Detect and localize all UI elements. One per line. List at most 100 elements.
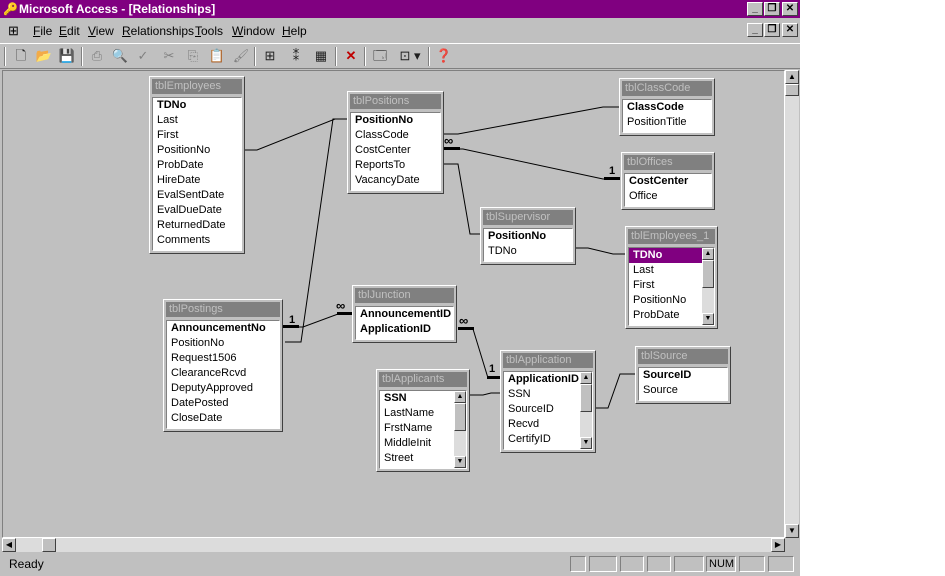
doc-close-button[interactable]: ✕: [782, 23, 798, 37]
scroll-right-arrow-icon[interactable]: ▶: [771, 538, 785, 552]
menu-edit[interactable]: Edit: [59, 24, 80, 38]
vertical-scrollbar[interactable]: ▲ ▼: [785, 70, 799, 538]
help-icon[interactable]: ❓: [435, 48, 453, 63]
field-item[interactable]: Request1506: [171, 352, 237, 364]
menu-window[interactable]: Window: [232, 24, 275, 38]
save-icon[interactable]: 💾: [58, 48, 76, 63]
table-classcode[interactable]: tblClassCode ClassCode PositionTitle: [619, 78, 715, 136]
field-item[interactable]: LastName: [384, 407, 435, 419]
scroll-up-arrow-icon[interactable]: ▲: [454, 391, 466, 403]
field-scrollbar[interactable]: ▲ ▼: [580, 372, 592, 449]
doc-minimize-button[interactable]: _: [747, 23, 763, 37]
field-item[interactable]: Comments: [157, 234, 211, 246]
new-icon[interactable]: 🗋: [15, 48, 27, 63]
field-item[interactable]: SourceID: [508, 403, 554, 415]
paste-icon[interactable]: 📋: [208, 48, 226, 63]
relationships-doc-icon[interactable]: ⊞: [8, 23, 19, 38]
menu-view[interactable]: View: [88, 24, 114, 38]
field-item[interactable]: ClearanceRcvd: [171, 367, 247, 379]
field-scrollbar[interactable]: ▲ ▼: [702, 248, 714, 325]
scroll-left-arrow-icon[interactable]: ◀: [2, 538, 16, 552]
field-item[interactable]: ProbDate: [157, 159, 204, 171]
table-supervisor[interactable]: tblSupervisor PositionNo TDNo: [480, 207, 576, 265]
menu-relationships[interactable]: Relationships: [122, 24, 195, 38]
field-item[interactable]: CostCenter: [355, 144, 411, 156]
field-item[interactable]: ReportsTo: [355, 159, 406, 171]
menu-file[interactable]: File: [33, 24, 53, 38]
table-title[interactable]: tblClassCode: [622, 81, 712, 96]
field-item[interactable]: SSN: [384, 392, 407, 404]
table-title[interactable]: tblJunction: [355, 288, 454, 303]
scroll-down-arrow-icon[interactable]: ▼: [785, 524, 799, 538]
table-offices[interactable]: tblOffices CostCenter Office: [621, 152, 715, 210]
scroll-up-arrow-icon[interactable]: ▲: [785, 70, 799, 84]
horizontal-scrollbar[interactable]: ◀ ▶: [2, 538, 785, 552]
field-scrollbar[interactable]: ▲ ▼: [454, 391, 466, 468]
scroll-down-arrow-icon[interactable]: ▼: [702, 313, 714, 325]
field-item[interactable]: First: [157, 129, 179, 141]
field-item[interactable]: Last: [157, 114, 178, 126]
field-item[interactable]: AnnouncementNo: [171, 322, 266, 334]
scroll-thumb[interactable]: [580, 384, 592, 412]
table-title[interactable]: tblSource: [638, 349, 728, 364]
show-all-icon[interactable]: ▦: [314, 48, 328, 63]
field-item[interactable]: PositionNo: [355, 114, 414, 126]
field-item[interactable]: HireDate: [157, 174, 201, 186]
field-item[interactable]: AnnouncementID: [360, 308, 452, 320]
field-item[interactable]: PositionNo: [171, 337, 225, 349]
field-item[interactable]: CloseDate: [171, 412, 223, 424]
field-item[interactable]: ClassCode: [627, 101, 684, 113]
new-object-icon[interactable]: ⊡ ▾: [399, 48, 421, 63]
relationships-canvas[interactable]: 1 ∞ ∞ 1 ∞ 1 tblEmployees TDNo Last First…: [2, 70, 785, 538]
field-item[interactable]: PositionNo: [488, 230, 547, 242]
table-title[interactable]: tblApplicants: [379, 372, 467, 387]
table-employees[interactable]: tblEmployees TDNo Last First PositionNo …: [149, 76, 245, 254]
field-item[interactable]: PositionNo: [633, 294, 687, 306]
field-item[interactable]: VacancyDate: [355, 174, 420, 186]
table-application[interactable]: tblApplication ApplicationID SSN SourceI…: [500, 350, 596, 453]
minimize-button[interactable]: _: [747, 2, 763, 16]
table-employees-1[interactable]: tblEmployees_1 TDNo Last First PositionN…: [625, 226, 718, 329]
table-title[interactable]: tblPostings: [166, 302, 280, 317]
scroll-down-arrow-icon[interactable]: ▼: [580, 437, 592, 449]
field-item[interactable]: ClassCode: [355, 129, 409, 141]
field-item[interactable]: EvalSentDate: [157, 189, 225, 201]
field-item[interactable]: Last: [633, 264, 654, 276]
field-item[interactable]: MiddleInit: [384, 437, 432, 449]
table-source[interactable]: tblSource SourceID Source: [635, 346, 731, 404]
field-item[interactable]: TDNo: [488, 245, 517, 257]
field-item[interactable]: SourceID: [643, 369, 692, 381]
field-item[interactable]: ReturnedDate: [157, 219, 226, 231]
database-window-icon[interactable]: 🗔: [372, 48, 388, 63]
show-direct-icon[interactable]: ⁑: [292, 48, 300, 63]
field-item[interactable]: PositionTitle: [627, 116, 687, 128]
field-item[interactable]: ProbDate: [633, 309, 680, 321]
field-item[interactable]: Source: [643, 384, 678, 396]
copy-icon[interactable]: ⎘: [187, 48, 199, 63]
field-item[interactable]: ApplicationID: [360, 323, 431, 335]
scroll-thumb[interactable]: [42, 538, 56, 552]
scroll-up-arrow-icon[interactable]: ▲: [702, 248, 714, 260]
field-item-selected[interactable]: TDNo: [629, 248, 702, 263]
table-junction[interactable]: tblJunction AnnouncementID ApplicationID: [352, 285, 457, 343]
table-title[interactable]: tblEmployees: [152, 79, 242, 94]
show-table-icon[interactable]: ⊞: [264, 48, 276, 63]
field-item[interactable]: Office: [629, 190, 658, 202]
field-item[interactable]: PositionNo: [157, 144, 211, 156]
field-item[interactable]: DeputyApproved: [171, 382, 253, 394]
table-title[interactable]: tblSupervisor: [483, 210, 573, 225]
print-icon[interactable]: ⎙: [91, 48, 103, 63]
field-item[interactable]: First: [633, 279, 655, 291]
field-item[interactable]: Street: [384, 452, 414, 464]
field-item[interactable]: ApplicationID: [508, 373, 579, 385]
table-title[interactable]: tblApplication: [503, 353, 593, 368]
table-positions[interactable]: tblPositions PositionNo ClassCode CostCe…: [347, 91, 444, 194]
field-item[interactable]: EvalDueDate: [157, 204, 222, 216]
scroll-thumb[interactable]: [785, 84, 799, 96]
field-item[interactable]: TDNo: [157, 99, 187, 111]
open-icon[interactable]: 📂: [35, 48, 53, 63]
menu-tools[interactable]: Tools: [195, 24, 224, 38]
scroll-down-arrow-icon[interactable]: ▼: [454, 456, 466, 468]
field-item[interactable]: SSN: [508, 388, 531, 400]
close-button[interactable]: ✕: [782, 2, 798, 16]
